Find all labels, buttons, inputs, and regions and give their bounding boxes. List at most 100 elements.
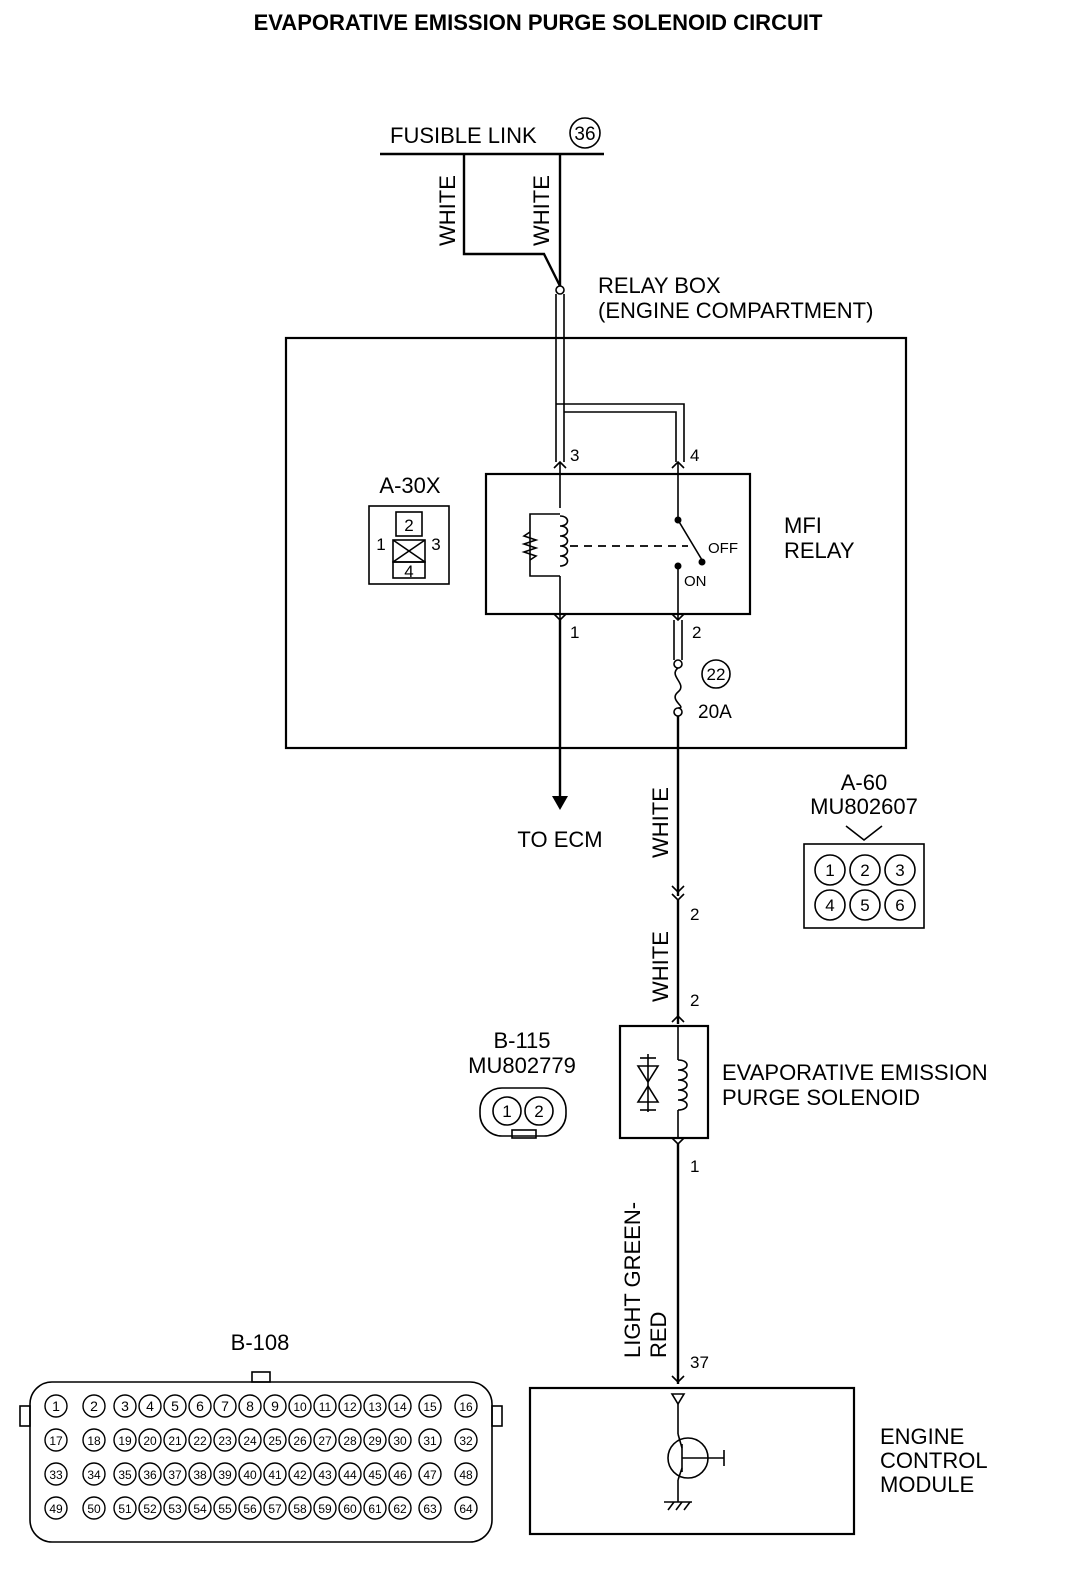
b108-pin-label: 39 (218, 1468, 232, 1482)
a60-pin-1: 1 (825, 861, 834, 880)
fuse-rating: 20A (698, 702, 732, 723)
b108-pin-label: 29 (368, 1434, 382, 1448)
b108-pin-label: 13 (368, 1400, 382, 1414)
relay-box-label-2: (ENGINE COMPARTMENT) (598, 298, 873, 323)
b108-pin-label: 27 (318, 1434, 332, 1448)
wire-solenoid-to-ecm: 1 LIGHT GREEN- RED 37 (620, 1144, 709, 1384)
b108-pin-circle (418, 1462, 442, 1486)
b108-pin-label: 50 (87, 1502, 101, 1516)
b108-pin-circle (363, 1394, 387, 1418)
b108-pin-circle (82, 1428, 106, 1452)
b108-pin-label: 61 (368, 1502, 382, 1516)
b108-pin-circle (313, 1496, 337, 1520)
b108-pin-label: 54 (193, 1502, 207, 1516)
a30x-pin-3: 3 (431, 535, 440, 554)
relay-pin-2: 2 (692, 623, 701, 642)
b108-pin-circle (188, 1496, 212, 1520)
b108-pin-circle (213, 1462, 237, 1486)
relay-pin-4: 4 (690, 446, 699, 465)
b108-pin-circle (313, 1462, 337, 1486)
b108-pin-label: 47 (423, 1468, 437, 1482)
relay-off-label: OFF (708, 540, 738, 557)
b108-pin-circle (313, 1428, 337, 1452)
b108-pin-circle (238, 1394, 262, 1418)
b108-pin-label: 15 (423, 1400, 437, 1414)
b108-pin-circle (82, 1462, 106, 1486)
b108-pin-label: 48 (459, 1468, 473, 1482)
relay-on-label: ON (684, 573, 707, 590)
b108-pin-label: 10 (293, 1400, 307, 1414)
b108-pin-circle (263, 1496, 287, 1520)
solenoid-label-2: PURGE SOLENOID (722, 1085, 920, 1110)
connector-b115: B-115 MU802779 1 2 (468, 1028, 576, 1139)
b108-pin-label: 56 (243, 1502, 257, 1516)
b108-pin-circle (338, 1428, 362, 1452)
b108-pin-circle (263, 1394, 287, 1418)
b108-pin-circle (313, 1394, 337, 1418)
b108-pin-circle (138, 1496, 162, 1520)
b108-pin-circle (188, 1394, 212, 1418)
b108-pin-circle (288, 1496, 312, 1520)
fusible-link-number: 36 (574, 124, 595, 145)
a60-pin-4: 4 (825, 896, 834, 915)
b108-pin-label: 12 (343, 1400, 357, 1414)
b108-pin-label: 34 (87, 1468, 101, 1482)
connector-a60-part: MU802607 (810, 794, 918, 819)
ecm-label-1: ENGINE (880, 1424, 964, 1449)
b108-pin-circle (44, 1462, 68, 1486)
mfi-relay-label-1: MFI (784, 513, 822, 538)
ecm-label-2: CONTROL (880, 1448, 988, 1473)
b108-pin-label: 22 (193, 1434, 207, 1448)
b108-pin-label: 58 (293, 1502, 307, 1516)
b108-pin-label: 11 (319, 1400, 332, 1414)
wire-label-white-2: WHITE (529, 175, 554, 246)
b108-pin-circle (163, 1462, 187, 1486)
b108-pin-circle (113, 1428, 137, 1452)
b108-pin-label: 41 (268, 1468, 282, 1482)
diagram-title: EVAPORATIVE EMISSION PURGE SOLENOID CIRC… (254, 10, 823, 35)
wire-to-ecm: TO ECM (517, 620, 603, 852)
fuse-22: 22 20A (673, 620, 732, 723)
b108-pin-label: 43 (318, 1468, 332, 1482)
b108-pin-label: 8 (246, 1398, 254, 1414)
b108-pin-circle (363, 1428, 387, 1452)
b108-pin-label: 49 (49, 1502, 63, 1516)
b108-pin-label: 51 (118, 1502, 132, 1516)
a30x-pin-1: 1 (376, 535, 385, 554)
solenoid-pin-2: 2 (690, 991, 699, 1010)
mfi-relay: 3 4 1 2 OFF ON (484, 446, 752, 642)
b108-pin-label: 26 (293, 1434, 307, 1448)
b108-pin-circle (188, 1428, 212, 1452)
ecm-pin-37: 37 (690, 1353, 709, 1372)
b108-pin-circle (388, 1496, 412, 1520)
fusible-link-label: FUSIBLE LINK (390, 123, 537, 148)
purge-solenoid (618, 1024, 710, 1146)
wire-label-lgr-2: RED (646, 1312, 671, 1358)
b108-pin-label: 18 (87, 1434, 101, 1448)
b108-pin-label: 14 (393, 1400, 407, 1414)
b108-pin-label: 6 (196, 1398, 204, 1414)
b108-pin-circle (213, 1428, 237, 1452)
b108-pin-circle (388, 1394, 412, 1418)
a60-pin-3: 3 (895, 861, 904, 880)
wire-fuse-to-a60: WHITE 2 (648, 716, 699, 924)
b108-pin-label: 57 (268, 1502, 282, 1516)
b108-pin-circle (363, 1462, 387, 1486)
a60-pin-2: 2 (860, 861, 869, 880)
b115-pin-2: 2 (534, 1102, 543, 1121)
b108-pin-circle (263, 1428, 287, 1452)
b108-pin-circle (454, 1462, 478, 1486)
connector-b115-part: MU802779 (468, 1053, 576, 1078)
b108-pin-label: 5 (171, 1398, 179, 1414)
to-ecm-label: TO ECM (517, 827, 602, 852)
a60-pin-label: 2 (690, 905, 699, 924)
b108-pin-circle (44, 1428, 68, 1452)
b108-pin-circle (388, 1462, 412, 1486)
b108-pin-circle (82, 1496, 106, 1520)
connector-a30x-label: A-30X (379, 473, 440, 498)
b108-pin-circle (138, 1394, 162, 1418)
solenoid-label-1: EVAPORATIVE EMISSION (722, 1060, 988, 1085)
b108-pin-label: 35 (118, 1468, 132, 1482)
wire-label-white-4: WHITE (648, 931, 673, 1002)
b108-pin-circle (113, 1394, 137, 1418)
